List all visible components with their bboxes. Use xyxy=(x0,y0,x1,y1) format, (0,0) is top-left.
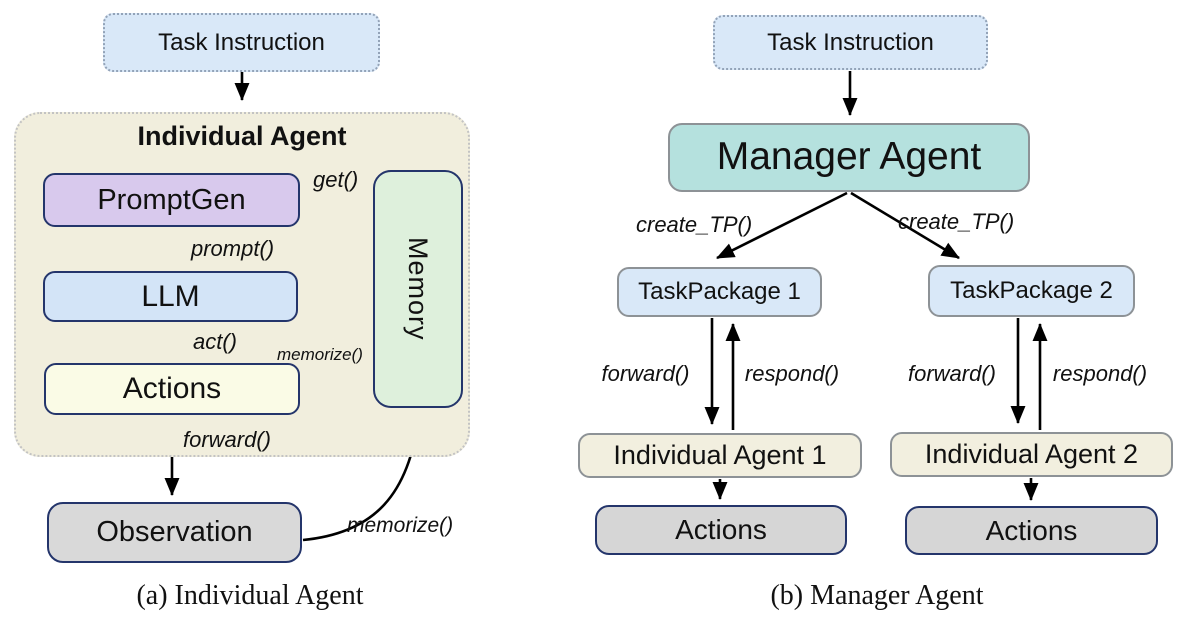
actions-1-label: Actions xyxy=(675,514,767,546)
actions-label-a: Actions xyxy=(122,372,222,406)
promptgen-box: PromptGen xyxy=(43,173,300,227)
individual-agent-2-label: Individual Agent 2 xyxy=(924,439,1139,470)
actions-2-box: Actions xyxy=(905,506,1158,555)
taskpackage-2-label: TaskPackage 2 xyxy=(950,277,1113,305)
task-instruction-label-b: Task Instruction xyxy=(767,28,934,56)
caption-a: (a) Individual Agent xyxy=(136,580,364,611)
forward-1-label: forward() xyxy=(601,361,690,386)
create-tp-right-label: create_TP() xyxy=(898,209,1015,234)
respond-1-label: respond() xyxy=(744,361,840,386)
observation-box: Observation xyxy=(47,502,302,563)
get-label: get() xyxy=(313,167,359,192)
forward-2-label: forward() xyxy=(907,361,996,386)
observation-label: Observation xyxy=(96,516,253,549)
actions-box-a: Actions xyxy=(44,363,300,415)
manager-agent-box: Manager Agent xyxy=(668,123,1030,192)
act-label: act() xyxy=(193,329,237,354)
memory-label: Memory xyxy=(403,237,434,341)
prompt-label: prompt() xyxy=(191,236,275,261)
llm-label: LLM xyxy=(141,279,200,313)
forward-label-a: forward() xyxy=(183,427,272,452)
taskpackage-1-label: TaskPackage 1 xyxy=(638,278,801,306)
llm-box: LLM xyxy=(43,271,298,322)
task-instruction-label-a: Task Instruction xyxy=(158,28,325,56)
memory-box: Memory xyxy=(373,170,463,408)
respond-2-label: respond() xyxy=(1052,361,1148,386)
manager-agent-label: Manager Agent xyxy=(716,135,982,179)
taskpackage-2-box: TaskPackage 2 xyxy=(928,265,1135,317)
caption-b: (b) Manager Agent xyxy=(770,580,984,611)
actions-1-box: Actions xyxy=(595,505,847,555)
memorize-observation-label: memorize() xyxy=(347,514,454,537)
taskpackage-1-box: TaskPackage 1 xyxy=(617,267,822,317)
individual-agent-1-box: Individual Agent 1 xyxy=(578,433,862,478)
individual-agent-title: Individual Agent xyxy=(137,121,347,151)
actions-2-label: Actions xyxy=(985,514,1078,546)
memorize-actions-label: memorize() xyxy=(277,345,363,364)
create-tp-left-label: create_TP() xyxy=(636,212,753,237)
promptgen-label: PromptGen xyxy=(97,183,246,216)
task-instruction-box-b: Task Instruction xyxy=(713,15,988,70)
task-instruction-box-a: Task Instruction xyxy=(103,13,380,72)
individual-agent-1-label: Individual Agent 1 xyxy=(613,440,827,471)
individual-agent-2-box: Individual Agent 2 xyxy=(890,432,1173,477)
